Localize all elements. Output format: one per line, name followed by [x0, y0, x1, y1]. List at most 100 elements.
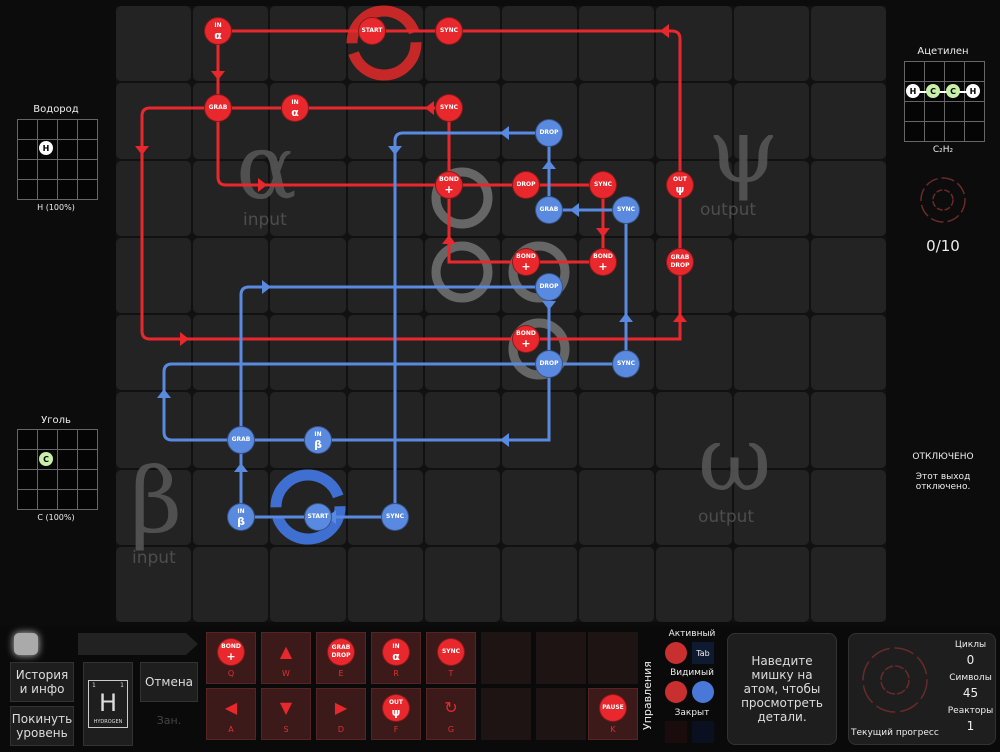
speed-stop-button[interactable] — [14, 633, 38, 655]
visible-red-toggle[interactable] — [665, 681, 687, 703]
grid-cell[interactable] — [193, 6, 269, 82]
grid-cell[interactable] — [347, 160, 423, 236]
grid-cell[interactable] — [810, 546, 886, 622]
tool-s[interactable]: ▼S — [261, 688, 311, 740]
grid-cell[interactable] — [579, 83, 655, 159]
blue-symbol-grab[interactable]: GRAB — [535, 196, 563, 224]
red-symbol-bond[interactable]: BOND+ — [512, 248, 540, 276]
grid-cell[interactable] — [116, 315, 192, 391]
red-symbol-sync[interactable]: SYNC — [435, 17, 463, 45]
grid-cell[interactable] — [116, 83, 192, 159]
empty-tool-slot[interactable] — [536, 632, 586, 684]
grid-cell[interactable] — [193, 237, 269, 313]
grid-cell[interactable] — [270, 237, 346, 313]
red-symbol-grab[interactable]: GRAB — [204, 94, 232, 122]
atom-carbon[interactable]: C — [39, 452, 53, 466]
speed-arrows-button[interactable] — [78, 633, 198, 655]
grid-cell[interactable] — [270, 546, 346, 622]
tab-key-button[interactable]: Tab — [692, 642, 714, 664]
grid-cell[interactable] — [656, 160, 732, 236]
pause-tool[interactable]: PAUSE K — [588, 688, 638, 740]
grid-cell[interactable] — [656, 392, 732, 468]
grid-cell[interactable] — [501, 546, 578, 622]
tool-g[interactable]: ↻G — [426, 688, 476, 740]
grid-cell[interactable] — [193, 160, 269, 236]
grid-cell[interactable] — [116, 6, 192, 82]
grid-cell[interactable] — [579, 469, 655, 545]
grid-cell[interactable] — [810, 315, 886, 391]
grid-cell[interactable] — [501, 469, 578, 545]
empty-tool-slot[interactable] — [481, 688, 531, 740]
active-red-toggle[interactable] — [665, 642, 687, 664]
grid-cell[interactable] — [656, 237, 732, 313]
tool-q[interactable]: BOND+Q — [206, 632, 256, 684]
leave-level-button[interactable]: Покинуть уровень — [10, 706, 74, 746]
blue-symbol-grab[interactable]: GRAB — [227, 426, 255, 454]
empty-tool-slot[interactable] — [588, 632, 638, 684]
grid-cell[interactable] — [347, 392, 423, 468]
grid-cell[interactable] — [270, 315, 346, 391]
closed-red-toggle[interactable] — [665, 721, 687, 743]
grid-cell[interactable] — [270, 83, 346, 159]
grid-cell[interactable] — [270, 6, 346, 82]
blue-symbol-sync[interactable]: SYNC — [612, 350, 640, 378]
grid-cell[interactable] — [733, 6, 809, 82]
red-symbol-grab-drop[interactable]: GRAB DROP — [666, 248, 694, 276]
reactor-grid[interactable] — [116, 6, 886, 622]
grid-cell[interactable] — [193, 546, 269, 622]
grid-cell[interactable] — [733, 392, 809, 468]
grid-cell[interactable] — [424, 6, 500, 82]
grid-cell[interactable] — [424, 83, 500, 159]
history-button[interactable]: История и инфо — [10, 662, 74, 702]
grid-cell[interactable] — [193, 315, 269, 391]
grid-cell[interactable] — [656, 83, 732, 159]
grid-cell[interactable] — [733, 469, 809, 545]
red-symbol-bond[interactable]: BOND+ — [589, 248, 617, 276]
grid-cell[interactable] — [733, 160, 809, 236]
closed-blue-toggle[interactable] — [692, 721, 714, 743]
grid-cell[interactable] — [347, 546, 423, 622]
grid-cell[interactable] — [810, 469, 886, 545]
grid-cell[interactable] — [270, 160, 346, 236]
grid-cell[interactable] — [116, 469, 192, 545]
red-symbol-start[interactable]: START — [358, 17, 386, 45]
atom-hydrogen[interactable]: H — [39, 141, 53, 155]
grid-cell[interactable] — [810, 83, 886, 159]
grid-cell[interactable] — [579, 392, 655, 468]
grid-cell[interactable] — [116, 546, 192, 622]
red-symbol-bond[interactable]: BOND+ — [435, 171, 463, 199]
grid-cell[interactable] — [656, 546, 732, 622]
empty-tool-slot[interactable] — [536, 688, 586, 740]
grid-cell[interactable] — [501, 6, 578, 82]
tool-w[interactable]: ▲W — [261, 632, 311, 684]
blue-symbol-drop[interactable]: DROP — [535, 273, 563, 301]
red-symbol-sync[interactable]: SYNC — [435, 94, 463, 122]
grid-cell[interactable] — [193, 83, 269, 159]
grid-cell[interactable] — [579, 237, 655, 313]
grid-cell[interactable] — [347, 315, 423, 391]
grid-cell[interactable] — [733, 83, 809, 159]
grid-cell[interactable] — [656, 469, 732, 545]
grid-cell[interactable] — [579, 546, 655, 622]
blue-symbol-sync[interactable]: SYNC — [612, 196, 640, 224]
grid-cell[interactable] — [579, 6, 655, 82]
grid-cell[interactable] — [810, 6, 886, 82]
blue-symbol-sync[interactable]: SYNC — [381, 503, 409, 531]
tool-a[interactable]: ◀A — [206, 688, 256, 740]
grid-cell[interactable] — [424, 315, 500, 391]
grid-cell[interactable] — [116, 392, 192, 468]
grid-cell[interactable] — [347, 237, 423, 313]
grid-cell[interactable] — [810, 392, 886, 468]
grid-cell[interactable] — [810, 160, 886, 236]
blue-symbol-drop[interactable]: DROP — [535, 119, 563, 147]
grid-cell[interactable] — [424, 392, 500, 468]
